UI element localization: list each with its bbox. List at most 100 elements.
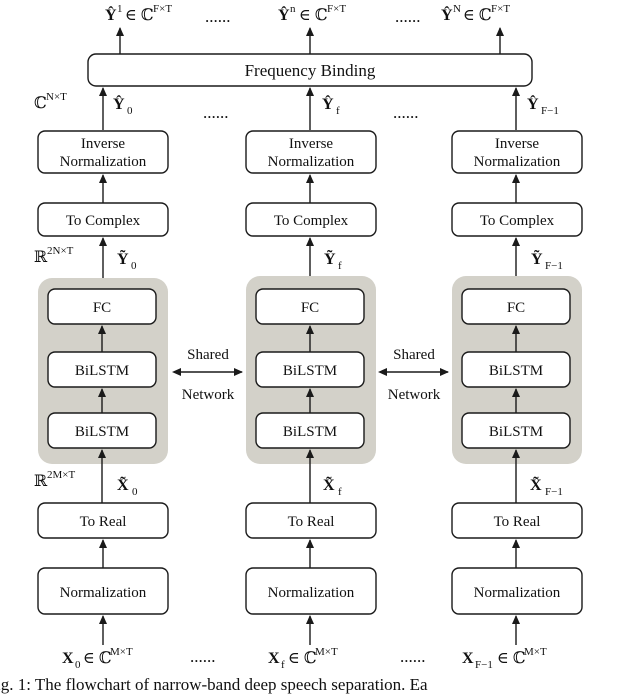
bottom-dots-2: ...... — [400, 647, 426, 666]
frequency-binding-box — [87, 53, 533, 87]
normalization-label: Normalization — [60, 154, 147, 170]
bilstm-label-upper: BiLSTM — [489, 363, 543, 379]
y-tilde-f-minus-1-label: Ỹ F−1 — [531, 248, 563, 272]
svg-text:∈ ℂ: ∈ ℂ — [125, 7, 154, 24]
to-complex-box — [451, 202, 583, 237]
input-x-0-label: X 0 ∈ ℂ M×T — [62, 646, 133, 671]
svg-text:0: 0 — [131, 260, 137, 272]
bilstm-label-upper: BiLSTM — [75, 363, 129, 379]
svg-text:Ŷ: Ŷ — [278, 5, 290, 24]
fc-box — [47, 288, 157, 325]
svg-text:Ỹ: Ỹ — [324, 248, 336, 268]
svg-text:Ŷ: Ŷ — [105, 5, 117, 24]
bilstm-box-lower — [461, 412, 571, 449]
top-output-first: Ŷ 1 ∈ ℂ F×T — [105, 3, 172, 24]
svg-text:F−1: F−1 — [541, 105, 559, 117]
y-hat-f-label: Ŷ f — [322, 94, 340, 117]
to-complex-label: To Complex — [480, 213, 555, 229]
y-hat-0-label: Ŷ 0 — [113, 94, 133, 117]
dots-row-yhat-1: ...... — [203, 103, 229, 122]
svg-text:X̃: X̃ — [323, 475, 335, 494]
svg-text:Ŷ: Ŷ — [527, 94, 539, 113]
bottom-dots-1: ...... — [190, 647, 216, 666]
normalization-label: Normalization — [268, 585, 355, 601]
svg-text:N×T: N×T — [46, 91, 67, 103]
to-real-box — [37, 502, 169, 539]
svg-text:F−1: F−1 — [475, 659, 493, 671]
normalization-box — [451, 567, 583, 615]
normalization-label: Normalization — [474, 154, 561, 170]
input-x-f-label: X f ∈ ℂ M×T — [268, 646, 338, 671]
svg-text:f: f — [336, 105, 340, 117]
svg-text:0: 0 — [127, 105, 133, 117]
column-0: Ŷ 0 Inverse Normalization To Complex ℝ 2… — [34, 87, 169, 671]
bilstm-label-lower: BiLSTM — [283, 424, 337, 440]
inverse-label: Inverse — [495, 136, 539, 152]
svg-text:F×T: F×T — [327, 3, 346, 15]
bilstm-box-upper — [255, 351, 365, 388]
svg-text:ℂ: ℂ — [34, 95, 47, 112]
svg-text:∈ ℂ: ∈ ℂ — [83, 650, 112, 667]
fc-label: FC — [301, 300, 319, 316]
svg-text:n: n — [290, 3, 296, 15]
svg-text:2N×T: 2N×T — [47, 245, 74, 257]
shared-label-right: Shared — [393, 347, 435, 363]
inverse-normalization-box — [37, 130, 169, 174]
svg-text:Ỹ: Ỹ — [531, 248, 543, 268]
normalization-label: Normalization — [60, 585, 147, 601]
bilstm-box-lower — [47, 412, 157, 449]
svg-text:2M×T: 2M×T — [47, 469, 75, 481]
svg-text:∈ ℂ: ∈ ℂ — [497, 650, 526, 667]
normalization-box — [37, 567, 169, 615]
to-complex-label: To Complex — [66, 213, 141, 229]
real-dim-out-label: ℝ 2N×T — [34, 245, 74, 266]
svg-text:f: f — [338, 260, 342, 272]
shared-label-left: Shared — [187, 347, 229, 363]
frequency-binding-label: Frequency Binding — [245, 61, 376, 80]
dots-row-yhat-2: ...... — [393, 103, 419, 122]
svg-text:∈ ℂ: ∈ ℂ — [288, 650, 317, 667]
svg-text:F×T: F×T — [491, 3, 510, 15]
svg-text:1: 1 — [117, 3, 123, 15]
inverse-normalization-box — [245, 130, 377, 174]
svg-text:ℝ: ℝ — [34, 249, 48, 266]
to-real-label: To Real — [288, 514, 335, 530]
svg-text:f: f — [338, 486, 342, 498]
to-real-box — [451, 502, 583, 539]
bilstm-label-upper: BiLSTM — [283, 363, 337, 379]
fc-box — [255, 288, 365, 325]
to-complex-box — [245, 202, 377, 237]
real-dim-in-label: ℝ 2M×T — [34, 469, 75, 490]
svg-text:F×T: F×T — [153, 3, 172, 15]
svg-text:Ỹ: Ỹ — [117, 248, 129, 268]
normalization-box — [245, 567, 377, 615]
column-f-minus-1: Ŷ F−1 Inverse Normalization To Complex Ỹ… — [451, 87, 583, 671]
y-tilde-f-label: Ỹ f — [324, 248, 342, 272]
column-f: Ŷ f Inverse Normalization To Complex Ỹ f… — [245, 87, 377, 671]
svg-text:X: X — [268, 650, 280, 667]
svg-text:N: N — [453, 3, 461, 15]
fc-label: FC — [93, 300, 111, 316]
inverse-normalization-box — [451, 130, 583, 174]
to-real-label: To Real — [80, 514, 127, 530]
x-tilde-f-minus-1-label: X̃ F−1 — [530, 475, 563, 498]
bilstm-box-upper — [47, 351, 157, 388]
normalization-label: Normalization — [268, 154, 355, 170]
svg-text:0: 0 — [132, 486, 138, 498]
inverse-label: Inverse — [81, 136, 125, 152]
svg-text:f: f — [281, 659, 285, 671]
to-complex-box — [37, 202, 169, 237]
complex-dim-label: ℂ N×T — [34, 91, 67, 112]
network-label-right: Network — [388, 387, 441, 403]
bilstm-label-lower: BiLSTM — [489, 424, 543, 440]
svg-text:M×T: M×T — [524, 646, 547, 658]
bilstm-box-lower — [255, 412, 365, 449]
svg-text:X̃: X̃ — [117, 475, 129, 494]
svg-text:X̃: X̃ — [530, 475, 542, 494]
svg-text:F−1: F−1 — [545, 486, 563, 498]
y-hat-f-minus-1-label: Ŷ F−1 — [527, 94, 559, 117]
top-dots-2: ...... — [395, 7, 421, 26]
top-dots-1: ...... — [205, 7, 231, 26]
x-tilde-0-label: X̃ 0 — [117, 475, 138, 498]
